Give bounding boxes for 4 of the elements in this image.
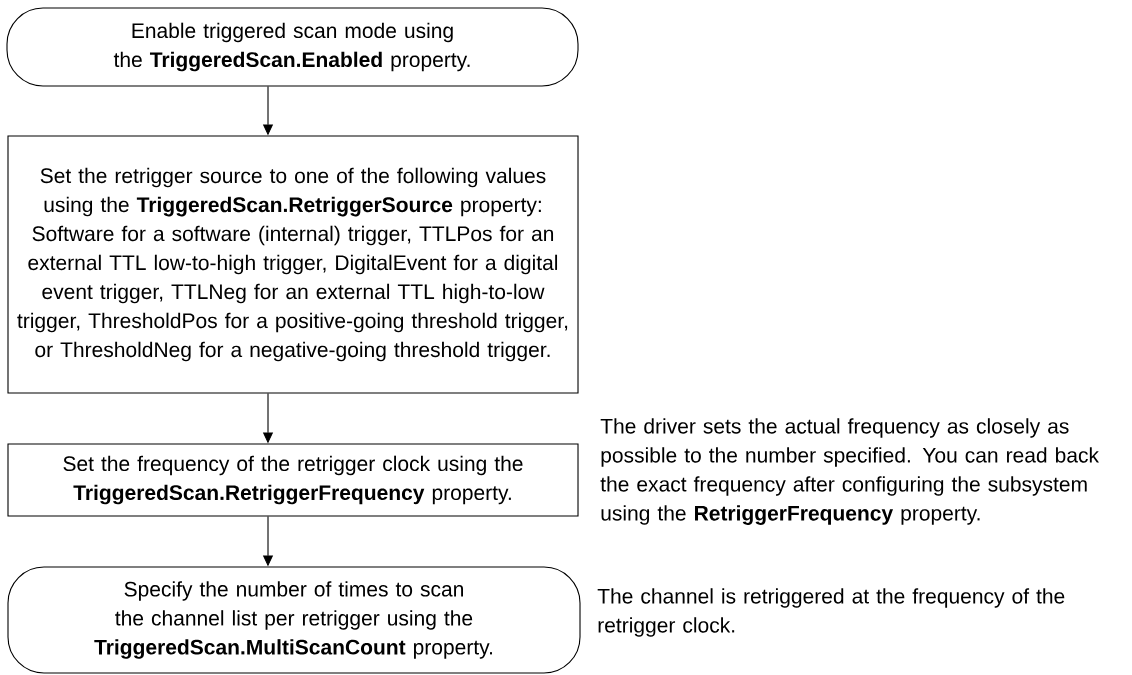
note-text: The driver sets the actual frequency as closely as possible to the number specified. You can read back the exact frequency after configuring the subsystem using the RetriggerFrequency property. (600, 418, 1099, 525)
process-box: Set the retrigger source to one of the following values using the TriggeredScan.RetriggerSource property: Software for a software (internal) trigger, TTLPos for an external TTL low-to-high trigger, DigitalEvent for a digital event trigger, TTLNeg for an external TTL high-to-low trigger, ThresholdPos for a positive-going threshold trigger, or ThresholdNeg for a negative-going threshold trigger. (7, 135, 579, 394)
process-box: Set the frequency of the retrigger clock using the TriggeredScan.RetriggerFrequency property. (7, 443, 579, 517)
note-text: The channel is retriggered at the frequency of the retrigger clock. (597, 588, 1065, 637)
